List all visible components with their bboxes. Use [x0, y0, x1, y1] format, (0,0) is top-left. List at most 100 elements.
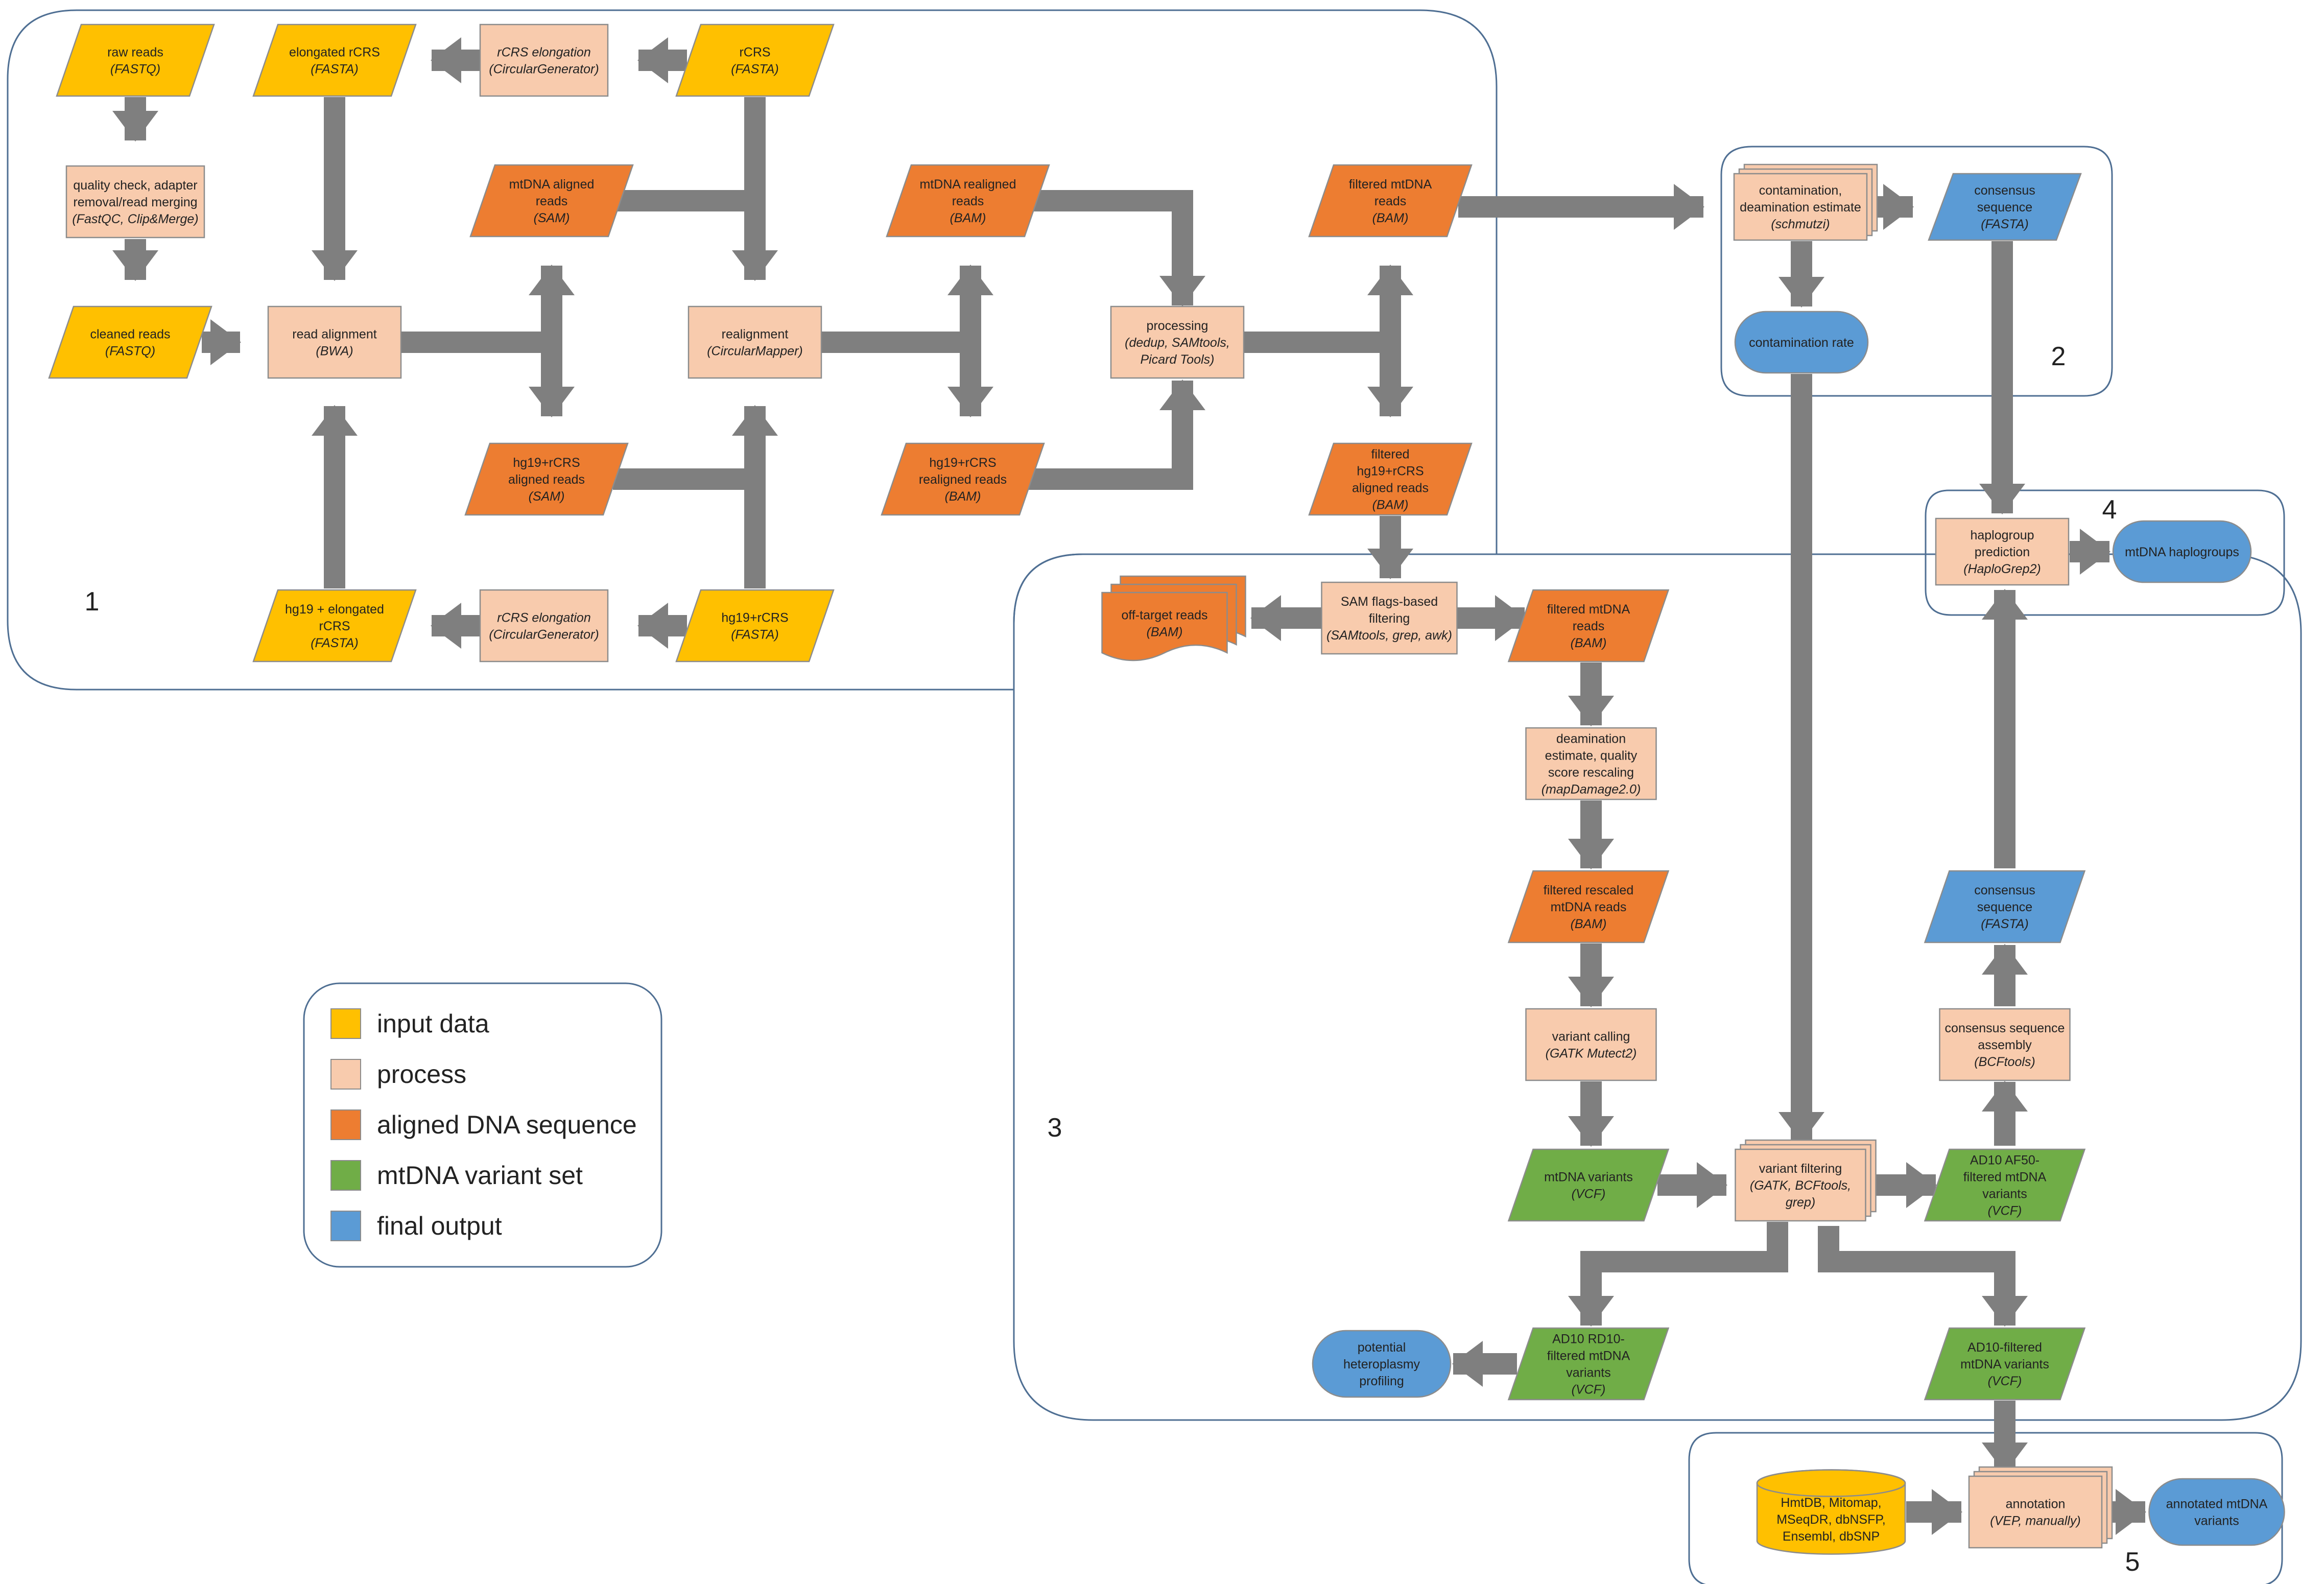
- ad10-rd10-variants-tool: (VCF): [1572, 1383, 1606, 1397]
- ad10-rd10-variants-line: AD10 RD10-: [1552, 1332, 1625, 1346]
- annotation-line: annotation: [2006, 1497, 2066, 1511]
- contamination-rate-label: contamination rate: [1749, 336, 1854, 350]
- sam-flags-filtering-line: filtering: [1369, 611, 1410, 626]
- legend-swatch-output: [330, 1211, 361, 1241]
- consensus-sequence-mid-shape: [1924, 870, 2086, 943]
- rcrs: rCRS(FASTA): [675, 23, 835, 97]
- variant-filtering: variant filtering(GATK, BCFtools,grep): [1735, 1139, 1877, 1222]
- filtered-hg19-rcrs-aligned-shape: [1308, 442, 1473, 516]
- rcrs-elongation-top-tool: (CircularGenerator): [489, 62, 599, 77]
- filtered-hg19-rcrs-aligned-tool: (BAM): [1372, 498, 1409, 512]
- hg19-rcrs-label: hg19+rCRS(FASTA): [721, 611, 788, 642]
- deamination-rescaling-shape: [1525, 727, 1657, 800]
- rcrs-tool: (FASTA): [731, 62, 779, 77]
- mtdna-aligned-reads-tool: (SAM): [534, 211, 570, 225]
- processing-label: processing(dedup, SAMtools,Picard Tools): [1125, 319, 1230, 367]
- ad10-af50-variants-shape: [1924, 1148, 2086, 1222]
- region-4-label: 4: [2102, 495, 2117, 525]
- arrow-layer: [112, 37, 2146, 1535]
- annotation-databases-line: Ensembl, dbSNP: [1783, 1529, 1880, 1544]
- ad10-filtered-variants-line: AD10-filtered: [1967, 1340, 2042, 1355]
- ad10-rd10-variants-shape: [1507, 1327, 1670, 1401]
- haplogroup-prediction-tool: (HaploGrep2): [1963, 562, 2041, 576]
- read-alignment-label: read alignment(BWA): [292, 327, 376, 359]
- elongated-rcrs-shape: [252, 23, 417, 97]
- read-alignment-tool: (BWA): [316, 344, 353, 359]
- variant-filtering-line: variant filtering: [1759, 1162, 1842, 1176]
- legend-swatch-process: [330, 1059, 361, 1090]
- mtdna-haplogroups-line: mtDNA haplogroups: [2125, 545, 2239, 559]
- region-3-outline: [1013, 553, 2302, 1421]
- variant-filtering-shape: [1735, 1148, 1866, 1222]
- cleaned-reads-tool: (FASTQ): [105, 344, 155, 359]
- elongated-rcrs-label: elongated rCRS(FASTA): [289, 45, 380, 77]
- consensus-sequence-top-line: consensus: [1974, 183, 2035, 198]
- variant-calling-shape: [1525, 1008, 1657, 1081]
- realignment-tool: (CircularMapper): [707, 344, 803, 359]
- region-1-label: 1: [85, 587, 100, 617]
- hg19-rcrs-aligned-reads-line: aligned reads: [508, 472, 585, 487]
- filtered-mtdna-reads-mid-shape: [1507, 589, 1670, 663]
- ad10-filtered-variants-line: mtDNA variants: [1960, 1357, 2049, 1372]
- heteroplasmy-profiling-shape: [1312, 1330, 1452, 1398]
- rcrs-elongation-bottom-label: rCRS elongation (CircularGenerator): [489, 611, 599, 642]
- hg19-rcrs-aligned-reads-line: hg19+rCRS: [513, 456, 580, 470]
- filtered-hg19-rcrs-aligned-line: aligned reads: [1352, 481, 1429, 495]
- elongated-rcrs: elongated rCRS(FASTA): [252, 23, 417, 97]
- filtered-hg19-rcrs-aligned-line: hg19+rCRS: [1357, 464, 1424, 479]
- consensus-sequence-mid-tool: (FASTA): [1981, 917, 2029, 931]
- annotated-variants-line: variants: [2194, 1514, 2239, 1528]
- rcrs-elongation-bottom-shape: [479, 589, 609, 663]
- rcrs-shape: [675, 23, 835, 97]
- hg19-realigned-to-processing: [1024, 380, 1205, 490]
- ad10-rd10-variants-line: variants: [1566, 1366, 1611, 1380]
- haplogroup-prediction-line: prediction: [1975, 545, 2030, 559]
- realignment-label: realignment(CircularMapper): [707, 327, 803, 359]
- deamination-rescaling-tool: (mapDamage2.0): [1542, 783, 1641, 797]
- rcrs-elongation-bottom-tool: rCRS elongation: [497, 611, 590, 625]
- sam-flags-filtering-shape: [1321, 581, 1458, 655]
- quality-check-shape: [65, 165, 205, 239]
- variant-filtering-label: variant filtering(GATK, BCFtools,grep): [1750, 1162, 1851, 1210]
- filtered-mtdna-reads-top-line: filtered mtDNA: [1349, 177, 1432, 192]
- processing-shape: [1110, 305, 1245, 379]
- legend-label-process: process: [377, 1060, 466, 1089]
- region-3-label: 3: [1048, 1113, 1062, 1143]
- sam-flags-filtering-line: SAM flags-based: [1341, 595, 1438, 609]
- contamination-estimate-line: deamination estimate: [1740, 200, 1861, 215]
- contamination-rate-shape: [1734, 311, 1869, 374]
- quality-check-line: removal/read merging: [73, 195, 197, 209]
- consensus-assembly-tool: (BCFtools): [1974, 1055, 2035, 1069]
- rcrs-elongation-bottom-tool: (CircularGenerator): [489, 628, 599, 642]
- rcrs-label: rCRS(FASTA): [731, 45, 779, 77]
- mtdna-aligned-reads-shape: [469, 164, 634, 238]
- mtdna-realigned-reads-shape: [886, 164, 1050, 238]
- rcrs-elongation-top: rCRS elongation(CircularGenerator): [479, 23, 609, 97]
- ad10-af50-variants-tool: (VCF): [1988, 1204, 2022, 1218]
- filtered-rescaled-reads-shape: [1507, 870, 1670, 943]
- hg19-elongated-rcrs-tool: (FASTA): [311, 636, 359, 650]
- filtered-mtdna-reads-top-shape: [1308, 164, 1473, 238]
- raw-reads-line: raw reads: [107, 45, 163, 60]
- hg19-rcrs-shape: [675, 589, 835, 663]
- ad10-af50-variants-line: AD10 AF50-: [1970, 1153, 2040, 1168]
- filtered-rescaled-reads-line: filtered rescaled: [1544, 883, 1633, 897]
- hg19-rcrs-realigned-reads-shape: [881, 442, 1045, 516]
- consensus-sequence-top-line: sequence: [1977, 200, 2032, 215]
- elongated-rcrs-tool: (FASTA): [311, 62, 359, 77]
- realignment-shape: [687, 305, 822, 379]
- cleaned-reads-shape: [48, 305, 212, 379]
